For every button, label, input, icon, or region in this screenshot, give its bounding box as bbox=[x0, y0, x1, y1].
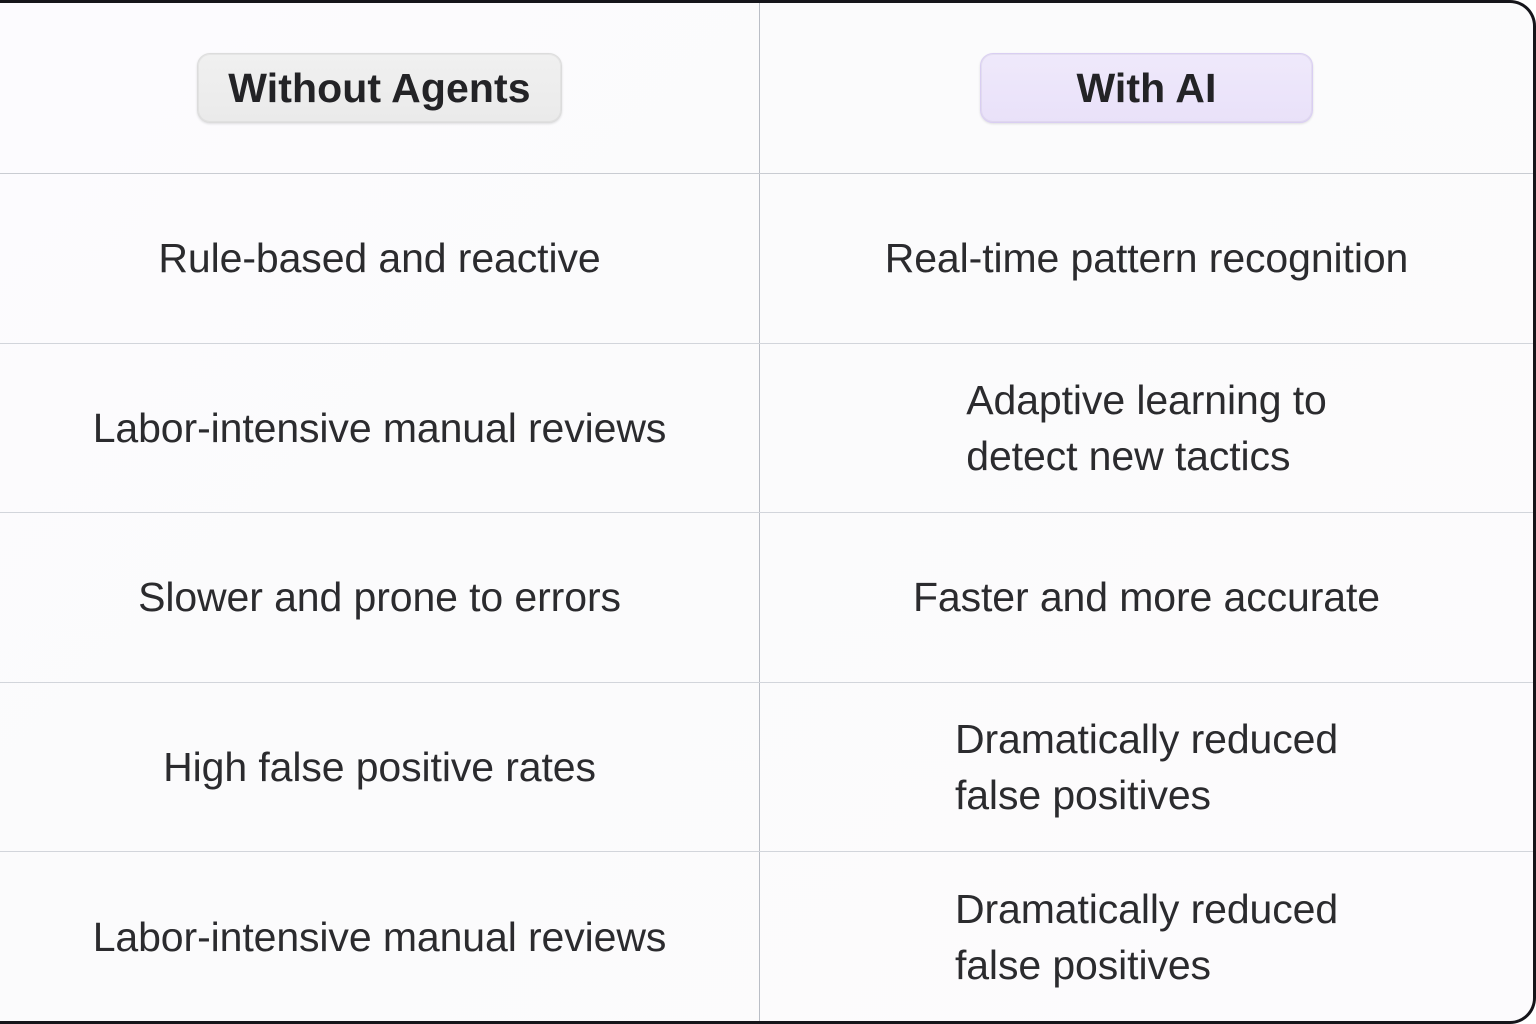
cell-label: Labor-intensive manual reviews bbox=[92, 404, 667, 451]
cell-label: Faster and more accurate bbox=[912, 574, 1381, 621]
cell-label: High false positive rates bbox=[163, 744, 596, 790]
table-header-row: Without Agents With AI bbox=[0, 3, 1533, 174]
cell-label: Labor-intensive manual reviews bbox=[92, 913, 667, 960]
cell-without-agents: Labor-intensive manual reviews bbox=[0, 344, 759, 513]
cell-without-agents: High false positive rates bbox=[0, 683, 759, 852]
table-row: Labor-intensive manual reviews Adaptive … bbox=[0, 343, 1533, 514]
cell-without-agents: Labor-intensive manual reviews bbox=[0, 852, 759, 1021]
cell-with-ai: Real-time pattern recognition bbox=[759, 174, 1533, 343]
header-pill-with-ai[interactable]: With AI bbox=[980, 53, 1313, 123]
table-row: High false positive rates Dramatically r… bbox=[0, 682, 1533, 853]
cell-with-ai: Faster and more accurate bbox=[759, 513, 1533, 682]
cell-without-agents: Slower and prone to errors bbox=[0, 513, 759, 682]
table-row: Labor-intensive manual reviews Dramatica… bbox=[0, 852, 1533, 1021]
header-cell-without-agents: Without Agents bbox=[0, 3, 759, 173]
table-row: Rule-based and reactive Real-time patter… bbox=[0, 174, 1533, 344]
table-row: Slower and prone to errors Faster and mo… bbox=[0, 513, 1533, 683]
header-pill-without-agents[interactable]: Without Agents bbox=[197, 53, 562, 123]
header-cell-with-ai: With AI bbox=[759, 3, 1533, 173]
table-body: Rule-based and reactive Real-time patter… bbox=[0, 174, 1533, 1021]
cell-label: Rule-based and reactive bbox=[158, 235, 601, 282]
cell-without-agents: Rule-based and reactive bbox=[0, 174, 759, 343]
cell-label: Slower and prone to errors bbox=[138, 574, 621, 621]
cell-label: Real-time pattern recognition bbox=[884, 235, 1409, 282]
